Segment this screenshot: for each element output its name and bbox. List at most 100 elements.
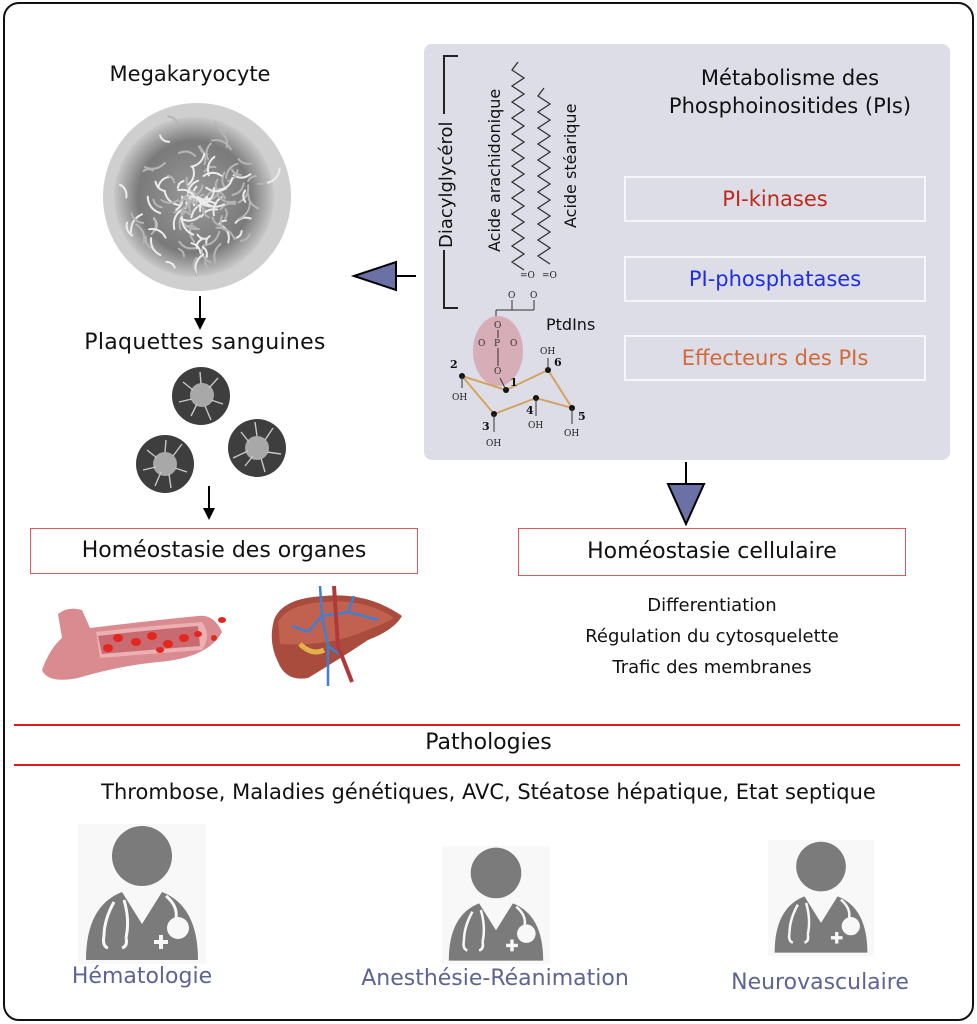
- specialty-neurovascular: Neurovasculaire: [731, 970, 909, 995]
- svg-text:OH: OH: [528, 421, 543, 431]
- platelet-image: [136, 435, 194, 493]
- pi-phosphatases-label: PI-phosphatases: [688, 267, 862, 291]
- megakaryocyte-fiber: [178, 240, 196, 250]
- megakaryocyte-label: Megakaryocyte: [109, 62, 271, 86]
- megakaryocyte-fiber: [215, 226, 236, 241]
- platelet-image: [228, 419, 286, 477]
- svg-text:2: 2: [450, 358, 458, 371]
- megakaryocyte-fiber: [194, 253, 205, 275]
- megakaryocyte-fiber: [237, 200, 251, 221]
- megakaryocyte-fiber: [266, 167, 281, 184]
- pi-phosphatases-box: PI-phosphatases: [624, 256, 926, 302]
- megakaryocyte-fiber: [148, 228, 167, 239]
- megakaryocyte-fiber: [196, 233, 208, 240]
- megakaryocyte-fiber: [237, 158, 253, 165]
- megakaryocyte-fiber: [152, 198, 163, 209]
- liver-image: [271, 586, 402, 686]
- diacylglycerol-label: Diacylglycérol: [436, 121, 457, 248]
- megakaryocyte-fiber: [135, 223, 146, 245]
- arrow-left-icon: [350, 260, 416, 292]
- megakaryocyte-fiber: [130, 212, 145, 224]
- doctor-icon: [768, 840, 874, 956]
- svg-text:OH: OH: [452, 393, 467, 403]
- svg-text:6: 6: [554, 356, 562, 369]
- svg-text:OH: OH: [540, 347, 555, 357]
- megakaryocyte-fiber: [178, 210, 187, 231]
- megakaryocyte-fiber: [187, 166, 195, 186]
- pi-effectors-box: Effecteurs des PIs: [624, 335, 926, 381]
- svg-text:O: O: [478, 339, 485, 349]
- divider-line: [14, 724, 960, 726]
- megakaryocyte-fiber: [202, 187, 216, 205]
- megakaryocyte-fiber: [167, 115, 179, 126]
- pi-kinases-box: PI-kinases: [624, 176, 926, 222]
- megakaryocyte-fiber: [150, 237, 162, 256]
- svg-text:3: 3: [482, 420, 490, 433]
- pi-kinases-label: PI-kinases: [722, 187, 828, 211]
- svg-text:=O: =O: [542, 271, 557, 281]
- megakaryocyte-fiber: [177, 150, 197, 157]
- doctor-icon: [78, 824, 206, 964]
- megakaryocyte-fiber: [200, 248, 212, 264]
- megakaryocyte-fiber: [219, 202, 237, 211]
- megakaryocyte-fiber: [160, 198, 179, 204]
- megakaryocyte-fiber: [176, 180, 185, 189]
- svg-text:OH: OH: [564, 429, 579, 439]
- svg-text:O: O: [508, 291, 515, 301]
- megakaryocyte-fiber: [195, 238, 203, 250]
- doctor-icon: [442, 846, 550, 964]
- megakaryocyte-fiber: [214, 178, 219, 193]
- megakaryocyte-fiber: [129, 213, 143, 234]
- svg-text:O: O: [494, 321, 501, 331]
- megakaryocyte-fiber: [143, 162, 166, 170]
- megakaryocyte-image: [103, 103, 291, 291]
- svg-text:1: 1: [510, 376, 518, 389]
- arachidonic-acid-label: Acide arachidonique: [485, 89, 504, 252]
- megakaryocyte-fiber: [157, 175, 171, 189]
- megakaryocyte-fiber: [247, 175, 257, 182]
- arrow-down-large-icon: [666, 462, 706, 526]
- megakaryocyte-fiber: [165, 260, 176, 269]
- pi-metabolism-panel: [424, 44, 950, 460]
- megakaryocyte-fiber: [224, 208, 228, 220]
- cellular-function-item: Differentiation: [647, 595, 777, 616]
- megakaryocyte-fiber: [172, 208, 184, 230]
- pathologies-title: Pathologies: [425, 730, 552, 755]
- specialty-anesthesia: Anesthésie-Réanimation: [361, 966, 629, 991]
- megakaryocyte-fiber: [256, 178, 269, 185]
- megakaryocyte-fiber: [211, 139, 232, 151]
- megakaryocyte-fiber: [150, 218, 157, 235]
- platelet-image: [172, 367, 230, 425]
- megakaryocyte-fiber: [202, 230, 221, 247]
- svg-text:4: 4: [526, 404, 534, 417]
- arrow-down-icon: [203, 486, 215, 520]
- arrow-down-icon: [194, 296, 206, 330]
- svg-text:O: O: [530, 291, 537, 301]
- megakaryocyte-fiber: [144, 235, 153, 250]
- megakaryocyte-fiber: [154, 180, 167, 193]
- megakaryocyte-fiber: [218, 177, 234, 191]
- megakaryocyte-fiber: [203, 165, 217, 173]
- megakaryocyte-fiber: [206, 155, 216, 177]
- megakaryocyte-fiber: [177, 247, 185, 258]
- specialty-hematology: Hématologie: [71, 964, 213, 989]
- divider-line: [14, 764, 960, 766]
- megakaryocyte-fiber: [119, 183, 128, 199]
- megakaryocyte-fiber: [205, 142, 212, 161]
- megakaryocyte-fiber: [214, 120, 227, 133]
- ptdins-label: PtdIns: [546, 315, 595, 334]
- blood-vessel-image: [42, 608, 226, 680]
- svg-text:5: 5: [578, 410, 586, 423]
- megakaryocyte-fiber: [201, 246, 208, 259]
- cellular-homeostasis-box: Homéostasie cellulaire: [518, 528, 906, 576]
- cellular-function-item: Régulation du cytosquelette: [585, 626, 839, 647]
- megakaryocyte-fiber: [201, 206, 210, 219]
- cellular-function-item: Trafic des membranes: [612, 657, 812, 678]
- megakaryocyte-fiber: [167, 174, 176, 184]
- ptdins-molecule-diagram: Diacylglycérol Acide arachidonique Acide…: [432, 55, 595, 449]
- svg-text:=O: =O: [520, 271, 535, 281]
- organ-homeostasis-box: Homéostasie des organes: [30, 528, 418, 574]
- megakaryocyte-fiber: [179, 215, 202, 222]
- megakaryocyte-fiber: [192, 256, 198, 276]
- pi-metabolism-title: Métabolisme des Phosphoinositides (PIs): [640, 64, 940, 120]
